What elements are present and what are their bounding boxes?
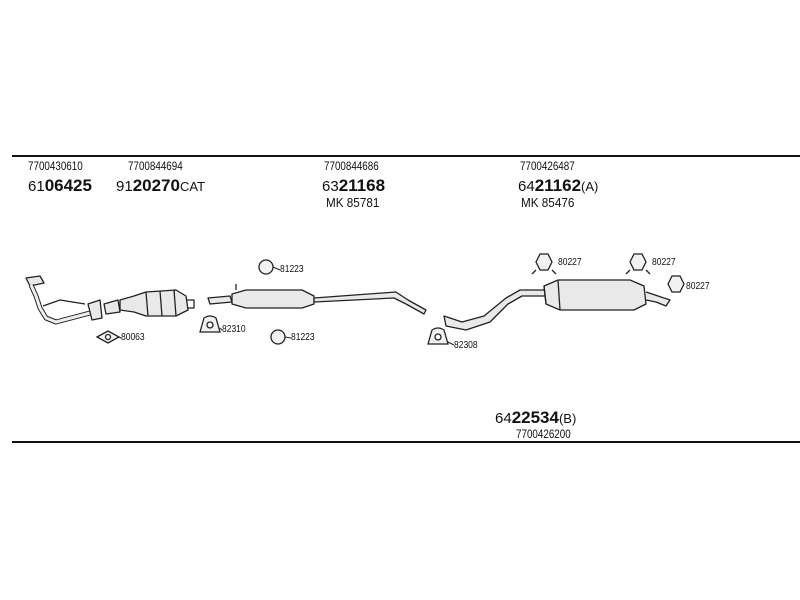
fitting-label-80227-c: 80227 bbox=[686, 281, 710, 292]
bottom-rule bbox=[12, 441, 800, 443]
fitting-label-80227-b: 80227 bbox=[652, 257, 676, 268]
top-rule bbox=[12, 155, 800, 157]
front-pipe bbox=[25, 275, 103, 325]
oe-number-3: 7700844686 bbox=[324, 159, 379, 173]
ring-icon-lower bbox=[270, 329, 286, 345]
middle-silencer bbox=[207, 284, 427, 315]
clamp-icon-82310 bbox=[199, 315, 221, 333]
fitting-label-82310: 82310 bbox=[222, 324, 246, 335]
fitting-label-80227-a: 80227 bbox=[558, 257, 582, 268]
mk-number-4: MK 85476 bbox=[521, 195, 575, 210]
clamp-icon-82308 bbox=[427, 327, 449, 345]
hanger-icon-b bbox=[625, 253, 651, 275]
part-number-3: 6321168 bbox=[322, 176, 386, 195]
fitting-label-80063: 80063 bbox=[121, 332, 145, 343]
part-number-4: 6421162(A) bbox=[518, 176, 599, 195]
part-number-5: 6422534(B) bbox=[495, 408, 577, 427]
catalytic-converter bbox=[103, 289, 195, 317]
ring-icon-upper bbox=[258, 259, 274, 275]
hanger-icon-a bbox=[531, 253, 557, 275]
rear-silencer bbox=[443, 279, 671, 331]
oe-number-1: 7700430610 bbox=[28, 159, 83, 173]
hanger-icon-c bbox=[667, 275, 685, 293]
gasket-icon-80063 bbox=[95, 330, 121, 344]
part-number-2: 9120270CAT bbox=[116, 176, 206, 195]
oe-number-2: 7700844694 bbox=[128, 159, 183, 173]
oe-number-5: 7700426200 bbox=[516, 427, 571, 441]
part-number-1: 6106425 bbox=[28, 176, 92, 195]
mk-number-3: MK 85781 bbox=[326, 195, 380, 210]
fitting-label-82308: 82308 bbox=[454, 340, 478, 351]
oe-number-4: 7700426487 bbox=[520, 159, 575, 173]
fitting-label-81223-upper: 81223 bbox=[280, 264, 304, 275]
fitting-label-81223-lower: 81223 bbox=[291, 332, 315, 343]
